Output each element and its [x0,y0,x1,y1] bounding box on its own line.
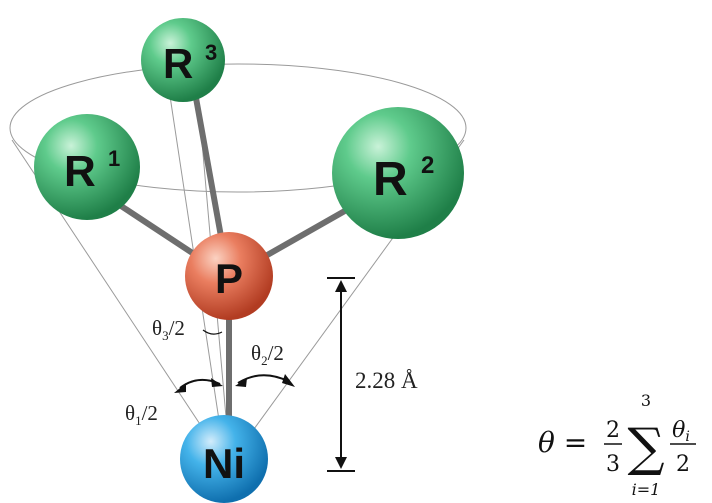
atom-ni: Ni [180,415,268,503]
atom-r3: R 3 [141,18,225,102]
theta3-arc [202,329,223,335]
ni-letter: Ni [203,440,245,487]
svg-text:R 1: R 1 [64,146,120,196]
cone-angle-equation: θ = 2 3 3 ∑ i=1 θi 2 [538,391,696,499]
theta3-label: θ3/2 [152,316,185,343]
equation-sum-lower: i=1 [632,480,661,499]
bonds [109,95,353,431]
angle-markers [174,329,295,393]
atom-r1: R 1 [34,114,140,220]
r3-letter: R [163,40,193,87]
equation-sum-symbol: ∑ [627,418,664,478]
distance-bar [327,277,355,472]
r1-letter: R [64,147,96,196]
equation-lhs: θ = [538,426,587,459]
equation-frac-denominator: 3 [606,452,620,477]
atom-r2: R 2 [332,107,464,239]
bond-r2-p [252,205,353,265]
theta2-label: θ2/2 [251,341,284,368]
ni-sphere [180,415,268,503]
cone-rim [9,63,467,193]
r2-letter: R [373,153,408,206]
r1-superscript: 1 [108,146,120,171]
equation-term-denominator: 2 [676,452,690,477]
atom-p: P [185,232,273,320]
r3-sphere [141,18,225,102]
r2-sphere [332,107,464,239]
theta1-label: θ1/2 [125,401,158,428]
svg-text:R 3: R 3 [163,40,217,87]
theta2-arrowhead-left [235,378,247,387]
r3-superscript: 3 [205,40,217,65]
theta1-arrowhead-left [174,383,186,393]
r1-sphere [34,114,140,220]
bond-r1-p [109,197,203,261]
r2-superscript: 2 [421,152,434,179]
equation-sum-upper: 3 [641,391,651,410]
theta1-arrowhead-right [211,378,223,387]
equation-frac-numerator: 2 [606,418,620,443]
distance-label: 2.28 Å [355,368,418,393]
theta2-arrowhead-right [282,374,295,387]
p-sphere [185,232,273,320]
equation-term-numerator: θi [672,418,690,445]
p-letter: P [215,255,243,302]
bond-r3-p [193,95,225,245]
svg-text:R 2: R 2 [373,152,434,206]
